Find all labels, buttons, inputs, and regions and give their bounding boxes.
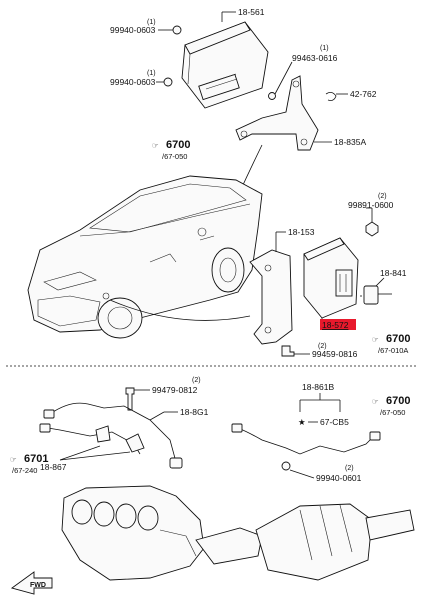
bolt-mid-qty: (2) bbox=[318, 343, 327, 350]
ref-6700-top-sub: /67-050 bbox=[162, 152, 187, 161]
clip-icon bbox=[325, 92, 337, 101]
ref-6700-top-main: 6700 bbox=[166, 139, 190, 151]
nut-mid-icon bbox=[365, 221, 379, 237]
nut-mid-qty: (2) bbox=[378, 193, 387, 200]
part-label-18-867: 18-867 bbox=[40, 462, 67, 472]
ref-6700-top: ☞ 6700 /67-050 bbox=[152, 139, 190, 161]
part-label-18-153: 18-153 bbox=[288, 227, 315, 237]
bolt-right-icon bbox=[281, 461, 291, 471]
harness-connector-left bbox=[231, 423, 243, 433]
sensor-front-connector bbox=[43, 409, 55, 419]
harness-wire bbox=[237, 427, 375, 455]
bolt-b-icon bbox=[163, 77, 173, 87]
ref-arrow-icon-3: ☞ bbox=[10, 455, 17, 464]
part-label-67-cb5: 67-CB5 bbox=[320, 417, 349, 427]
sensor-left-connector bbox=[39, 423, 51, 433]
fwd-arrow: FWD bbox=[10, 571, 53, 595]
ref-arrow-icon-4: ☞ bbox=[372, 397, 379, 406]
car-illustration bbox=[27, 175, 263, 339]
car-rear-wheel bbox=[211, 247, 245, 293]
part-label-42-762: 42-762 bbox=[350, 89, 377, 99]
ref-6700-mid-main: 6700 bbox=[386, 333, 410, 345]
exhaust-flex-pipe bbox=[195, 527, 263, 565]
part-label-99459-0816: 99459-0816 bbox=[312, 349, 358, 359]
screw-c-qty: (1) bbox=[320, 45, 329, 52]
ref-6701-sub: /67-240 bbox=[12, 466, 37, 475]
bracket-top-group: 42-762 18-835A bbox=[235, 75, 377, 151]
bracket-top-body bbox=[235, 75, 319, 151]
ref-arrow-icon-2: ☞ bbox=[372, 335, 379, 344]
part-label-18-835a: 18-835A bbox=[334, 137, 366, 147]
part-label-99891-0600: 99891-0600 bbox=[348, 200, 394, 210]
sensor-front-tip bbox=[169, 457, 183, 469]
part-label-99479-0812: 99479-0812 bbox=[152, 385, 198, 395]
bolt-b-qty: (1) bbox=[147, 70, 156, 77]
part-label-18-572: 18-572 bbox=[322, 320, 349, 330]
screw-c-icon bbox=[268, 92, 276, 100]
sensor-left-clip-a bbox=[95, 425, 111, 443]
part-label-99940-0603-a: 99940-0603 bbox=[110, 25, 156, 35]
fwd-arrow-icon bbox=[10, 571, 53, 595]
part-label-18-861b: 18-861B bbox=[302, 382, 334, 392]
sensor-front-wire bbox=[49, 402, 177, 463]
fwd-label: FWD bbox=[30, 582, 46, 589]
ref-6700-low-main: 6700 bbox=[386, 395, 410, 407]
car-grille bbox=[37, 295, 101, 327]
sensor-18-841-body bbox=[363, 285, 379, 305]
ref-6700-mid: ☞ 6700 /67-010A bbox=[372, 333, 410, 355]
ref-6700-low: ☞ 6700 /67-050 bbox=[372, 395, 410, 417]
module-mid-connector bbox=[335, 269, 353, 297]
exhaust-group bbox=[61, 485, 415, 581]
harness-connector-right bbox=[369, 431, 381, 441]
ref-6700-mid-sub: /67-010A bbox=[378, 346, 408, 355]
part-label-99463-0616: 99463-0616 bbox=[292, 53, 338, 63]
bracket-mid-body bbox=[249, 249, 293, 345]
lower-right-group: 18-861B ★ 67-CB5 (2) 99940-0601 bbox=[231, 382, 381, 483]
ref-arrow-icon: ☞ bbox=[152, 141, 159, 150]
ref-6701: ☞ 6701 /67-240 bbox=[10, 453, 48, 475]
exhaust-converter bbox=[255, 503, 373, 581]
bolt-a-qty: (1) bbox=[147, 19, 156, 26]
part-label-99940-0601: 99940-0601 bbox=[316, 473, 362, 483]
bolt-low-icon bbox=[125, 387, 135, 411]
ref-6700-low-sub: /67-050 bbox=[380, 408, 405, 417]
part-label-99940-0603-b: 99940-0603 bbox=[110, 77, 156, 87]
part-label-18-561: 18-561 bbox=[238, 7, 265, 17]
part-label-18-841: 18-841 bbox=[380, 268, 407, 278]
star-mark: ★ bbox=[298, 417, 306, 427]
bolt-mid-icon bbox=[281, 345, 295, 357]
module-mid-lid bbox=[303, 237, 345, 261]
bolt-a-icon bbox=[172, 25, 182, 35]
exhaust-outlet-pipe bbox=[365, 509, 415, 541]
bolt-low-qty: (2) bbox=[192, 377, 201, 384]
bolt-right-qty: (2) bbox=[345, 465, 354, 472]
sensor-left-clip-b bbox=[125, 433, 145, 453]
ref-6701-main: 6701 bbox=[24, 453, 48, 465]
lower-left-group: (2) 99479-0812 18-8G1 18-867 bbox=[39, 377, 209, 472]
middle-assembly-group: 18-153 18-572 (2) 99891-0600 18-841 (2) … bbox=[249, 193, 407, 359]
module-top-group: 18-561 (1) 99940-0603 (1) 99940-0603 (1)… bbox=[110, 7, 338, 109]
part-label-18-8g1: 18-8G1 bbox=[180, 407, 209, 417]
car-headlight bbox=[43, 271, 97, 291]
module-top-lid bbox=[184, 21, 251, 55]
car-body bbox=[27, 175, 263, 333]
module-mid-label-box bbox=[320, 319, 356, 330]
